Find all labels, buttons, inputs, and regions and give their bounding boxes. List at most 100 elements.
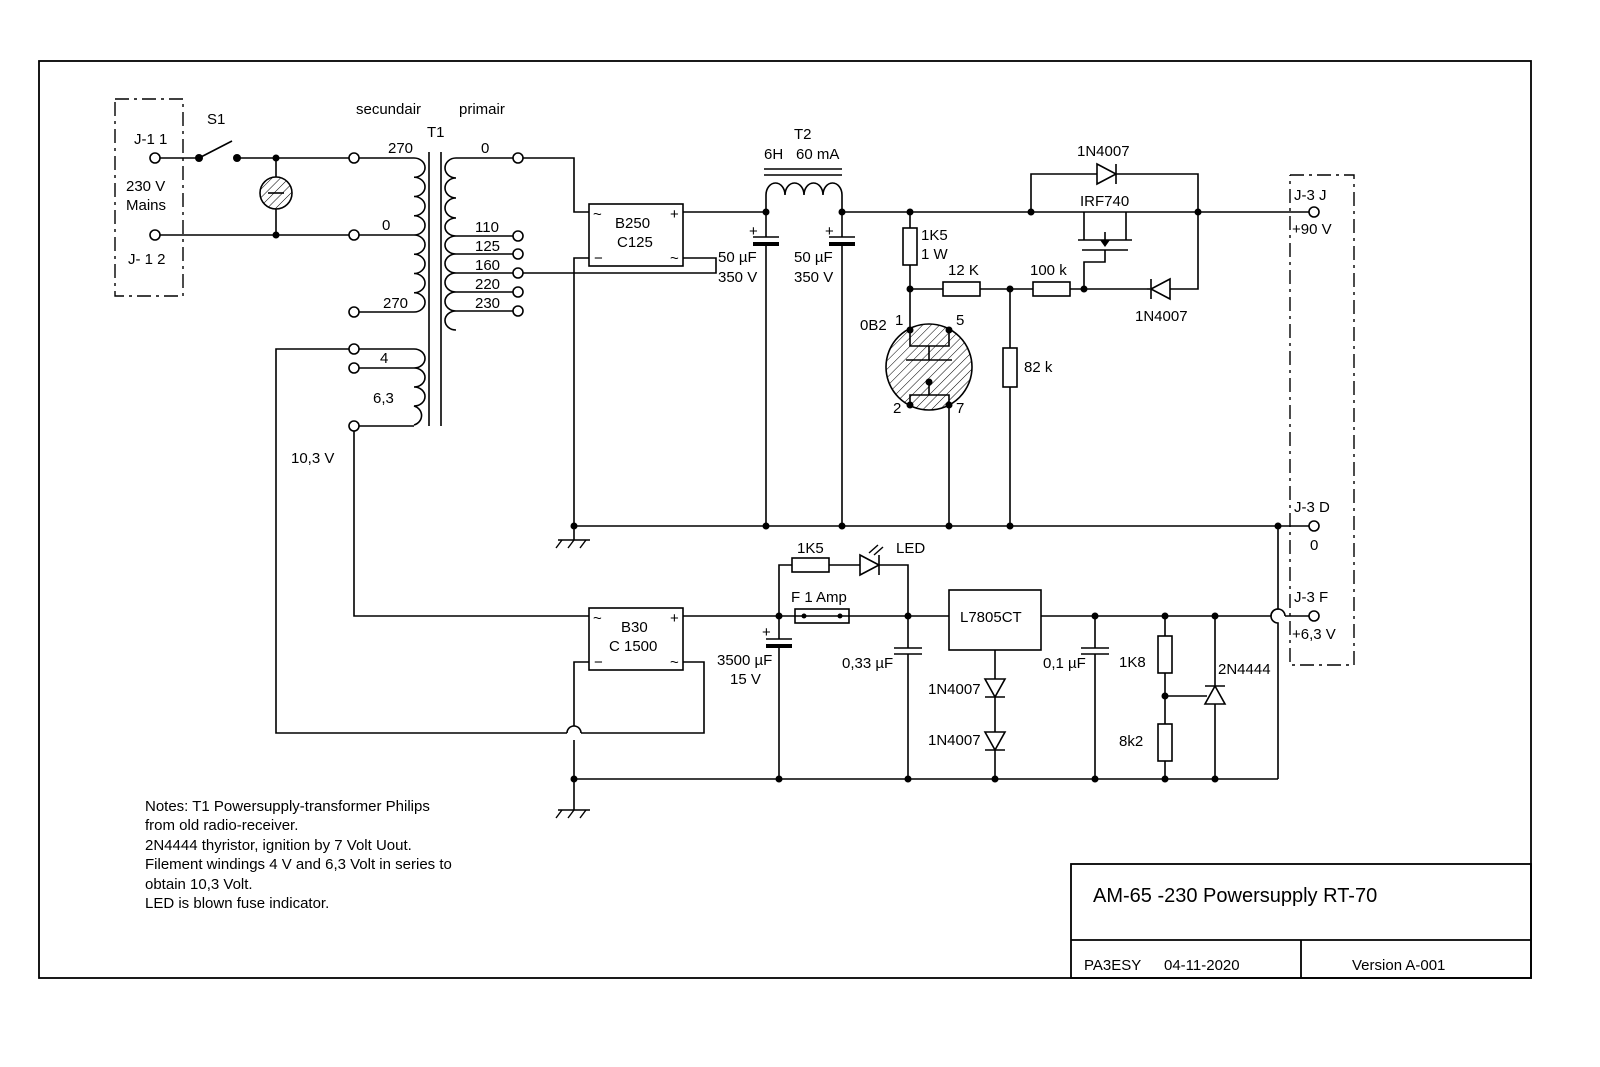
led-ray-icon [868,544,879,554]
mains-label: Mains [126,197,166,214]
note-line-5: obtain 10,3 Volt. [145,876,253,893]
b30-ac-in: ~ [593,610,602,627]
t1-left-winding [413,157,426,313]
wire-6v3-cross [1270,608,1286,617]
t1-right-winding [444,157,457,331]
r6-value: 1K8 [1119,654,1146,671]
t1-terminal-10v3 [348,420,360,432]
wire-b30-minus [573,661,589,726]
drawing-title: AM-65 -230 Powersupply RT-70 [1093,885,1377,907]
led-ray-icon [873,546,884,556]
wire-diode-bottom [1170,212,1199,290]
t1-terminal-4b [348,362,360,374]
j3d-value: 0 [1310,537,1318,554]
resistor-r5 [791,557,830,573]
rectifier-b250 [588,203,684,267]
j3-connector-outline [1289,174,1355,666]
j3f-terminal [1308,610,1320,622]
wire-diode-top-2 [1116,173,1199,212]
junction-dot [762,522,770,530]
r7-value: 8k2 [1119,733,1143,750]
j3j-id: J-3 J [1294,187,1327,204]
drawing-version: Version A-001 [1352,957,1445,974]
wire-filament-return-cross [566,725,582,734]
chassis-ground-icon [555,809,563,819]
t1-terminal-125 [512,248,524,260]
junction-dot [1006,522,1014,530]
drawing-author: PA3ESY [1084,957,1141,974]
b30-ac-in2: ~ [670,654,679,671]
tube-pin5-label: 5 [956,312,964,329]
j3f-value: +6,3 V [1292,626,1336,643]
rectifier-b30 [588,607,684,671]
c2-plus: + [825,223,834,240]
note-line-6: LED is blown fuse indicator. [145,895,329,912]
c1-plate-neg [753,242,779,246]
t1-terminal-110 [512,230,524,242]
r5-value: 1K5 [797,540,824,557]
t1-tap-110: 110 [475,219,499,236]
wire-led-loop-2 [879,564,909,616]
t1-terminal-220 [512,286,524,298]
chassis-ground-icon [555,539,563,549]
t1-secondary-label: secundair [356,101,421,118]
thyristor-icon [1203,684,1227,705]
j3f-id: J-3 F [1294,589,1328,606]
mosfet-gate-lead [1083,250,1106,289]
c3-plate-neg [766,644,792,648]
j3j-terminal [1308,206,1320,218]
j3j-value: +90 V [1292,221,1332,238]
wire-led-loop [778,564,792,616]
t1-tap-125: 125 [475,238,500,255]
t1-filament-total: 10,3 V [291,450,334,467]
t1-name-label: T1 [427,124,445,141]
b250-ac-in: ~ [593,206,602,223]
tube-pin2-label: 2 [893,400,901,417]
c1-voltage: 350 V [718,269,757,286]
b250-label-2: C125 [617,234,653,251]
b250-label-1: B250 [615,215,650,232]
c3-plus: + [762,624,771,641]
junction-dot [991,775,999,783]
b30-plus: + [670,610,679,627]
note-line-4: Filement windings 4 V and 6,3 Volt in se… [145,856,452,873]
t1-terminal-0 [348,229,360,241]
j1-pin2-label: J- 1 2 [128,251,166,268]
t1-primary-label: primair [459,101,505,118]
j1-pin2-terminal [149,229,161,241]
diode-top-label: 1N4007 [1077,143,1130,160]
t1-filament-winding [413,348,426,426]
t1-tap-220: 220 [475,276,500,293]
note-line-2: from old radio-receiver. [145,817,298,834]
junction-dot [838,522,846,530]
wire-filament-return-2 [581,661,705,734]
wire-b250-minus-to-ground [573,257,589,526]
chassis-ground-icon [567,539,575,549]
wire-160-to-b250 [523,257,717,274]
fuse-label: F 1 Amp [791,589,847,606]
t2-spec-l: 6H [764,146,783,163]
c1-value: 50 µF [718,249,757,266]
j1-pin1-label: J-1 1 [134,131,167,148]
b250-plus: + [670,206,679,223]
mains-voltage-label: 230 V [126,178,165,195]
diode-bottom-icon [1149,277,1171,301]
resistor-r1 [902,227,918,266]
junction-dot [1161,775,1169,783]
drawing-date: 04-11-2020 [1164,957,1240,974]
resistor-r2 [942,281,981,297]
tube-pin7-label: 7 [956,400,964,417]
r4-value: 82 k [1024,359,1053,376]
t1-tap-0-right: 0 [481,140,489,157]
note-line-3: 2N4444 thyristor, ignition by 7 Volt Uou… [145,837,412,854]
t1-terminal-160 [512,267,524,279]
b30-label-1: B30 [621,619,648,636]
c3-voltage: 15 V [730,671,761,688]
j3d-id: J-3 D [1294,499,1330,516]
c1-plus: + [749,223,758,240]
ground-link [1270,526,1279,779]
junction-dot [775,775,783,783]
b30-minus: − [594,654,603,671]
c5-value: 0,1 µF [1043,655,1086,672]
junction-dot [904,775,912,783]
